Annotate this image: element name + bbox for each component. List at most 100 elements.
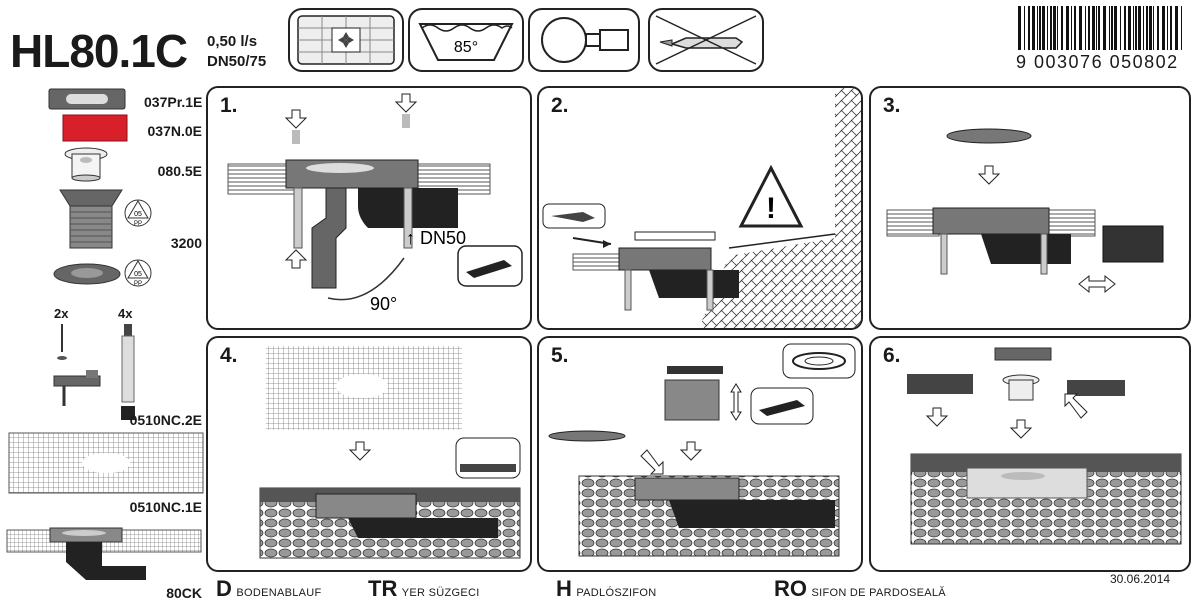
step-6-illustration	[907, 347, 1182, 545]
barcode-bar	[1153, 6, 1154, 50]
recycle-material: PP	[134, 281, 142, 287]
barcode-bar	[1074, 6, 1076, 50]
step-number: 3.	[883, 94, 901, 117]
barcode-bar	[1024, 6, 1025, 50]
part-label: 037Pr.1E	[144, 94, 203, 110]
step-number: 1.	[220, 94, 238, 117]
barcode-bar	[1120, 6, 1121, 50]
cover-plate-part	[48, 88, 126, 110]
barcode-bar	[1175, 6, 1178, 50]
barcode-bar	[1057, 6, 1058, 50]
barcode-bar	[1085, 6, 1086, 50]
step-number: 4.	[220, 344, 238, 367]
barcode-bar	[1071, 6, 1072, 50]
barcode-bar	[1061, 6, 1063, 50]
step-4-illustration	[259, 346, 521, 559]
barcode-bar	[1039, 6, 1041, 50]
barcode-number: 9 003076 050802	[1016, 52, 1179, 72]
temperature-85-icon: 85°	[408, 8, 524, 72]
part-label: 037N.0E	[147, 123, 202, 139]
barcode-bar	[1066, 6, 1069, 50]
language-ro: RO SIFON DE PARDOSEALĂ	[774, 576, 946, 601]
product-code: HL80.1C	[10, 25, 188, 77]
step-6-panel: 6.	[869, 336, 1191, 572]
barcode-bar	[1098, 6, 1100, 50]
step-4-panel: 4.	[206, 336, 532, 572]
drain-body-part	[6, 522, 202, 584]
recycle-code: 05	[134, 271, 142, 278]
insulation-mesh-part	[8, 432, 204, 494]
barcode-bar	[1167, 6, 1168, 50]
flow-rate: 0,50 l/s	[207, 33, 258, 50]
barcode-bar	[1092, 6, 1095, 50]
rods-quantity: 4x	[118, 306, 133, 321]
height-rod-part	[118, 322, 138, 422]
no-sealant-icon	[648, 8, 764, 72]
barcode-bar	[1170, 6, 1172, 50]
protective-cap-part	[62, 114, 128, 142]
screw-bracket-part	[50, 322, 110, 410]
step-5-illustration	[548, 343, 856, 557]
extension-part	[58, 188, 124, 250]
barcode-bar	[1050, 6, 1052, 50]
barcode-bar	[1028, 6, 1030, 50]
step-number: 2.	[551, 94, 569, 117]
barcode-bar	[1103, 6, 1106, 50]
siphon-icon	[528, 8, 640, 72]
step-2-illustration: !	[542, 88, 861, 328]
barcode-bar	[1079, 6, 1082, 50]
step-3-illustration	[886, 128, 1164, 294]
barcode-bar	[1162, 6, 1165, 50]
step-1-illustration: ↑ DN50 90°	[227, 93, 523, 314]
barcode-bar	[1037, 6, 1038, 50]
barcode-bar	[1135, 6, 1137, 50]
recycle-code: 05	[134, 211, 142, 218]
warning-icon: !	[766, 192, 776, 225]
step-3-panel: 3.	[869, 86, 1191, 330]
screws-quantity: 2x	[54, 306, 69, 321]
language-tr: TR YER SÜZGECI	[368, 576, 480, 601]
barcode-bar	[1157, 6, 1159, 50]
odour-trap-part	[64, 146, 108, 182]
barcode-bar	[1018, 6, 1021, 50]
dn-label: ↑	[406, 228, 415, 248]
language-de: D BODENABLAUF	[216, 576, 322, 601]
barcode-bar	[1146, 6, 1148, 50]
language-hu: H PADLÓSZIFON	[556, 576, 657, 601]
barcode-bar	[1124, 6, 1126, 50]
part-label: 80CK	[166, 585, 202, 601]
barcode-bar	[1047, 6, 1048, 50]
barcode-bar	[1032, 6, 1035, 50]
date: 30.06.2014	[1110, 572, 1171, 586]
step-number: 6.	[883, 344, 901, 367]
step-1-panel: 1. ↑ DN50 90°	[206, 86, 532, 330]
part-label: 0510NC.2E	[129, 412, 202, 428]
barcode-bar	[1109, 6, 1110, 50]
barcode-bar	[1138, 6, 1141, 50]
barcode-bar	[1088, 6, 1090, 50]
temperature-label: 85°	[454, 39, 478, 56]
angle-label: 90°	[370, 294, 397, 314]
step-5-panel: 5.	[537, 336, 863, 572]
barcode	[1016, 6, 1186, 50]
part-label: 0510NC.1E	[129, 499, 202, 515]
barcode-bar	[1096, 6, 1097, 50]
barcode-bar	[1053, 6, 1056, 50]
barcode-bar	[1042, 6, 1045, 50]
grate-icon	[288, 8, 404, 72]
barcode-bar	[1111, 6, 1113, 50]
sealing-ring-part	[52, 262, 122, 286]
dn-label: DN50	[420, 228, 466, 248]
barcode-bar	[1143, 6, 1144, 50]
part-label: 080.5E	[157, 163, 202, 179]
barcode-bar	[1133, 6, 1134, 50]
pipe-diameter: DN50/75	[207, 53, 267, 70]
barcode-bar	[1149, 6, 1152, 50]
recycle-material: PP	[134, 221, 142, 227]
step-number: 5.	[551, 344, 569, 367]
step-2-panel: 2. !	[537, 86, 863, 330]
barcode-bar	[1114, 6, 1117, 50]
barcode-bar	[1128, 6, 1131, 50]
